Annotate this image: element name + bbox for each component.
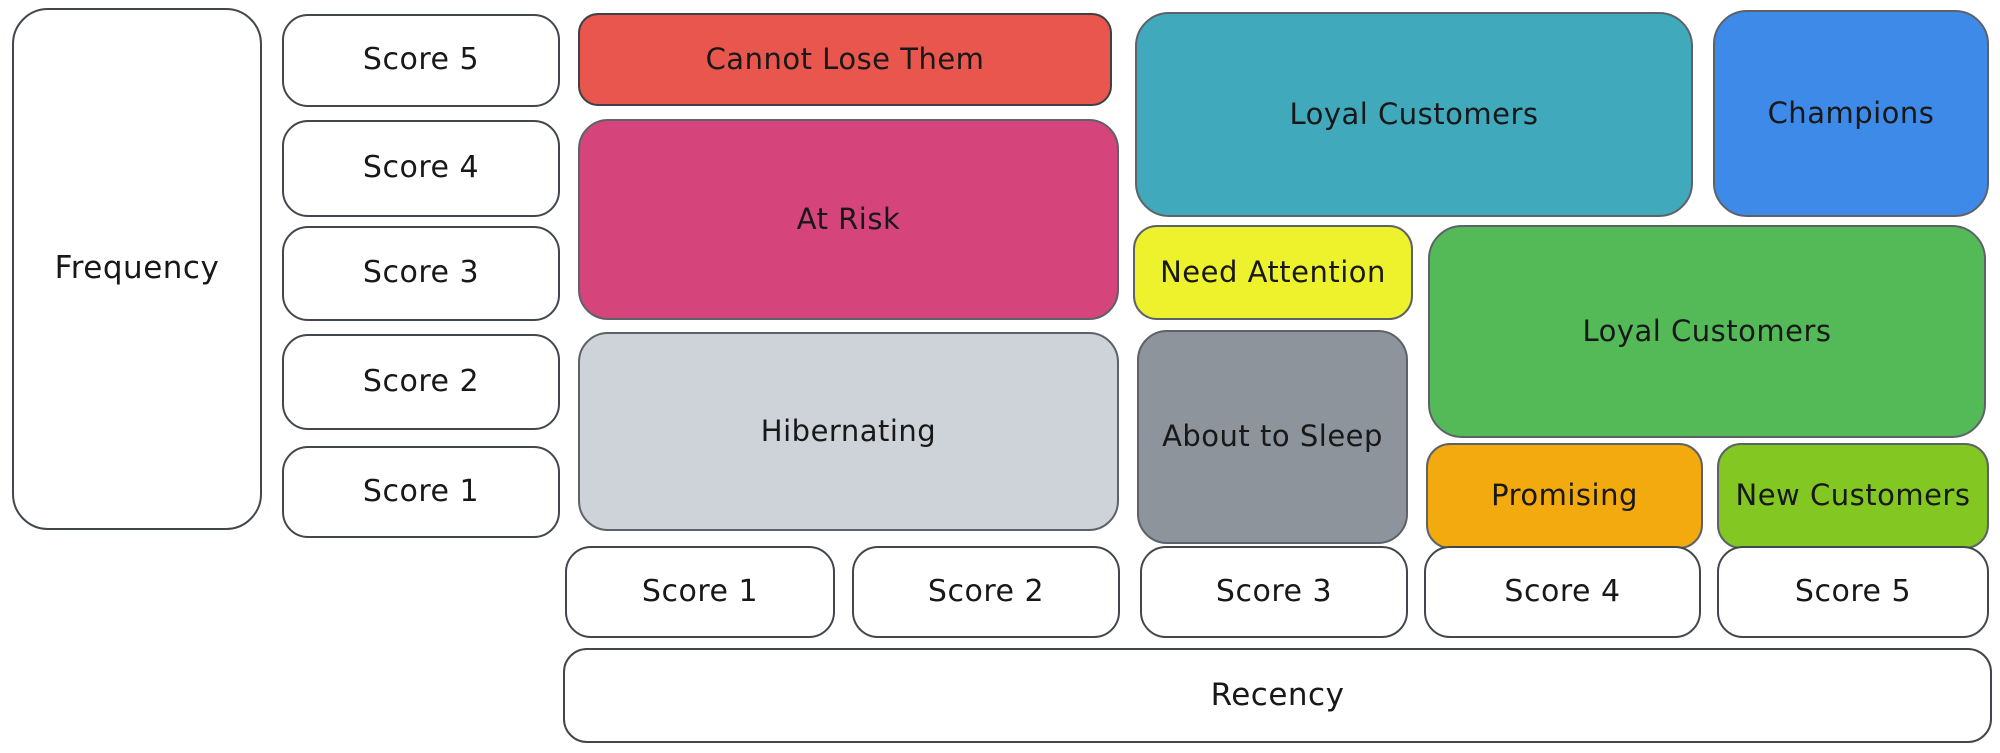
segment-loyal-customers-mid: Loyal Customers <box>1428 225 1986 438</box>
segment-loyal-customers-top: Loyal Customers <box>1135 12 1693 217</box>
segment-hibernating: Hibernating <box>578 332 1119 531</box>
recency-score-3-label: Score 3 <box>1215 573 1333 609</box>
recency-score-4-label: Score 4 <box>1504 573 1621 609</box>
segment-loyal-customers-mid-label: Loyal Customers <box>1582 313 1832 348</box>
frequency-score-4-label: Score 4 <box>362 150 480 186</box>
segment-at-risk: At Risk <box>578 119 1119 320</box>
recency-score-1-label: Score 1 <box>641 573 759 609</box>
segment-need-attention: Need Attention <box>1133 225 1413 320</box>
segment-loyal-customers-top-label: Loyal Customers <box>1289 96 1539 131</box>
recency-score-5-box: Score 5 <box>1717 546 1989 638</box>
segment-about-to-sleep: About to Sleep <box>1137 330 1408 544</box>
segment-new-customers: New Customers <box>1717 443 1989 549</box>
frequency-score-4-box: Score 4 <box>282 120 560 217</box>
recency-axis-label: Recency <box>1210 676 1345 713</box>
segment-cannot-lose-them-label: Cannot Lose Them <box>705 41 985 76</box>
recency-score-4-box: Score 4 <box>1424 546 1701 638</box>
frequency-score-2-label: Score 2 <box>362 363 480 399</box>
segment-need-attention-label: Need Attention <box>1160 254 1386 289</box>
segment-new-customers-label: New Customers <box>1735 478 1971 513</box>
segment-about-to-sleep-label: About to Sleep <box>1162 419 1383 454</box>
recency-score-2-box: Score 2 <box>852 546 1120 638</box>
segment-cannot-lose-them: Cannot Lose Them <box>578 13 1112 106</box>
segment-at-risk-label: At Risk <box>796 201 901 236</box>
frequency-score-3-box: Score 3 <box>282 226 560 321</box>
recency-score-5-label: Score 5 <box>1794 573 1912 609</box>
frequency-score-5-label: Score 5 <box>362 42 480 78</box>
recency-score-3-box: Score 3 <box>1140 546 1408 638</box>
recency-axis-box: Recency <box>563 648 1992 743</box>
segment-champions: Champions <box>1713 10 1989 217</box>
frequency-score-1-box: Score 1 <box>282 446 560 538</box>
frequency-score-1-label: Score 1 <box>362 473 480 509</box>
segment-hibernating-label: Hibernating <box>760 413 937 448</box>
frequency-score-2-box: Score 2 <box>282 334 560 430</box>
frequency-axis-label: Frequency <box>54 250 220 287</box>
frequency-score-3-label: Score 3 <box>362 255 480 291</box>
frequency-score-5-box: Score 5 <box>282 14 560 107</box>
segment-promising: Promising <box>1426 443 1703 549</box>
frequency-axis-box: Frequency <box>12 8 262 530</box>
recency-score-2-label: Score 2 <box>927 573 1045 609</box>
segment-promising-label: Promising <box>1491 478 1638 513</box>
recency-score-1-box: Score 1 <box>565 546 835 638</box>
segment-champions-label: Champions <box>1767 95 1935 130</box>
